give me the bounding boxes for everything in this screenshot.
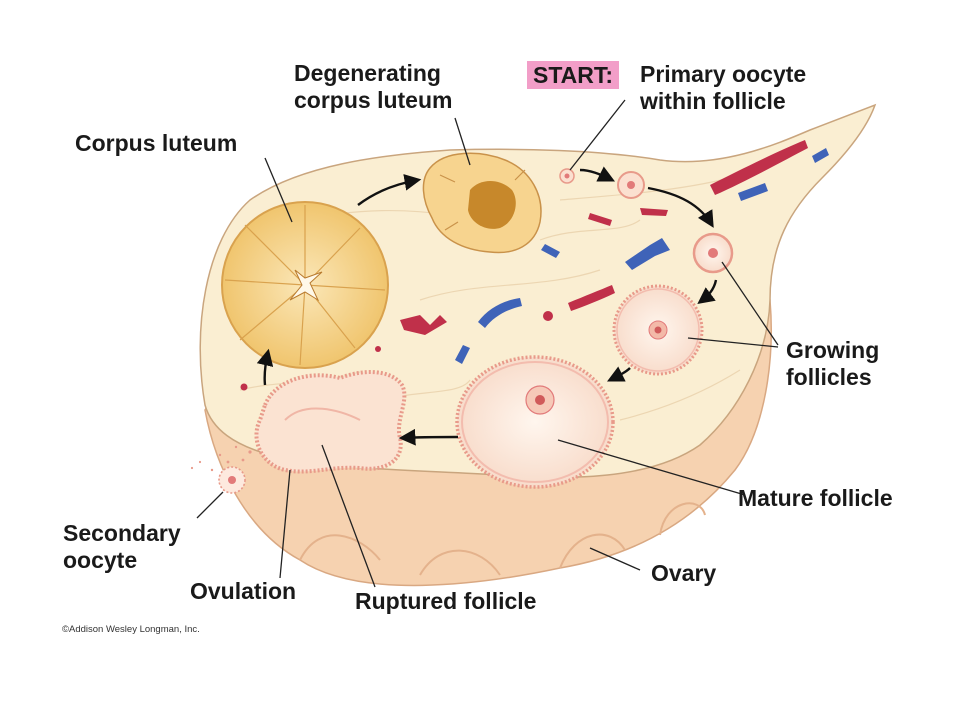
- curved-arrow-icon: [398, 428, 459, 446]
- curved-arrow-icon: [647, 186, 714, 228]
- cycle-arrows: [256, 166, 718, 446]
- curved-arrow-icon: [357, 174, 422, 206]
- label-degenerating-corpus-luteum: Degenerating corpus luteum: [294, 60, 453, 113]
- label-ovulation: Ovulation: [190, 578, 297, 604]
- label-ruptured-follicle: Ruptured follicle: [355, 588, 537, 614]
- growing-follicle-small: [692, 232, 734, 274]
- degenerating-corpus-luteum: [422, 152, 542, 254]
- label-leader-lines: [196, 99, 779, 588]
- ovary-body-lobes: [299, 502, 706, 576]
- primary-follicle: [559, 168, 575, 184]
- start-badge: START:: [527, 61, 620, 89]
- secondary-oocyte: [218, 466, 246, 494]
- label-secondary-oocyte: Secondary oocyte: [63, 520, 181, 573]
- curved-arrow-icon: [697, 279, 718, 305]
- corpus-luteum: [221, 201, 389, 369]
- label-mature-follicle: Mature follicle: [738, 485, 893, 511]
- red-blood-vessels: [240, 140, 808, 391]
- label-growing-follicles: Growing follicles: [786, 337, 880, 390]
- growing-follicle-large: [612, 284, 704, 376]
- label-corpus-luteum: Corpus luteum: [75, 130, 238, 156]
- curved-arrow-icon: [606, 366, 631, 382]
- small-follicle: [617, 171, 645, 199]
- copyright-notice: ©Addison Wesley Longman, Inc.: [62, 624, 200, 635]
- ruptured-follicle: [190, 370, 407, 474]
- label-primary-oocyte: Primary oocyte within follicle: [640, 61, 807, 114]
- curved-arrow-icon: [256, 348, 274, 386]
- blue-blood-vessels: [455, 148, 829, 364]
- label-ovary: Ovary: [651, 560, 717, 586]
- mature-follicle: [455, 355, 615, 489]
- curved-arrow-icon: [579, 166, 616, 182]
